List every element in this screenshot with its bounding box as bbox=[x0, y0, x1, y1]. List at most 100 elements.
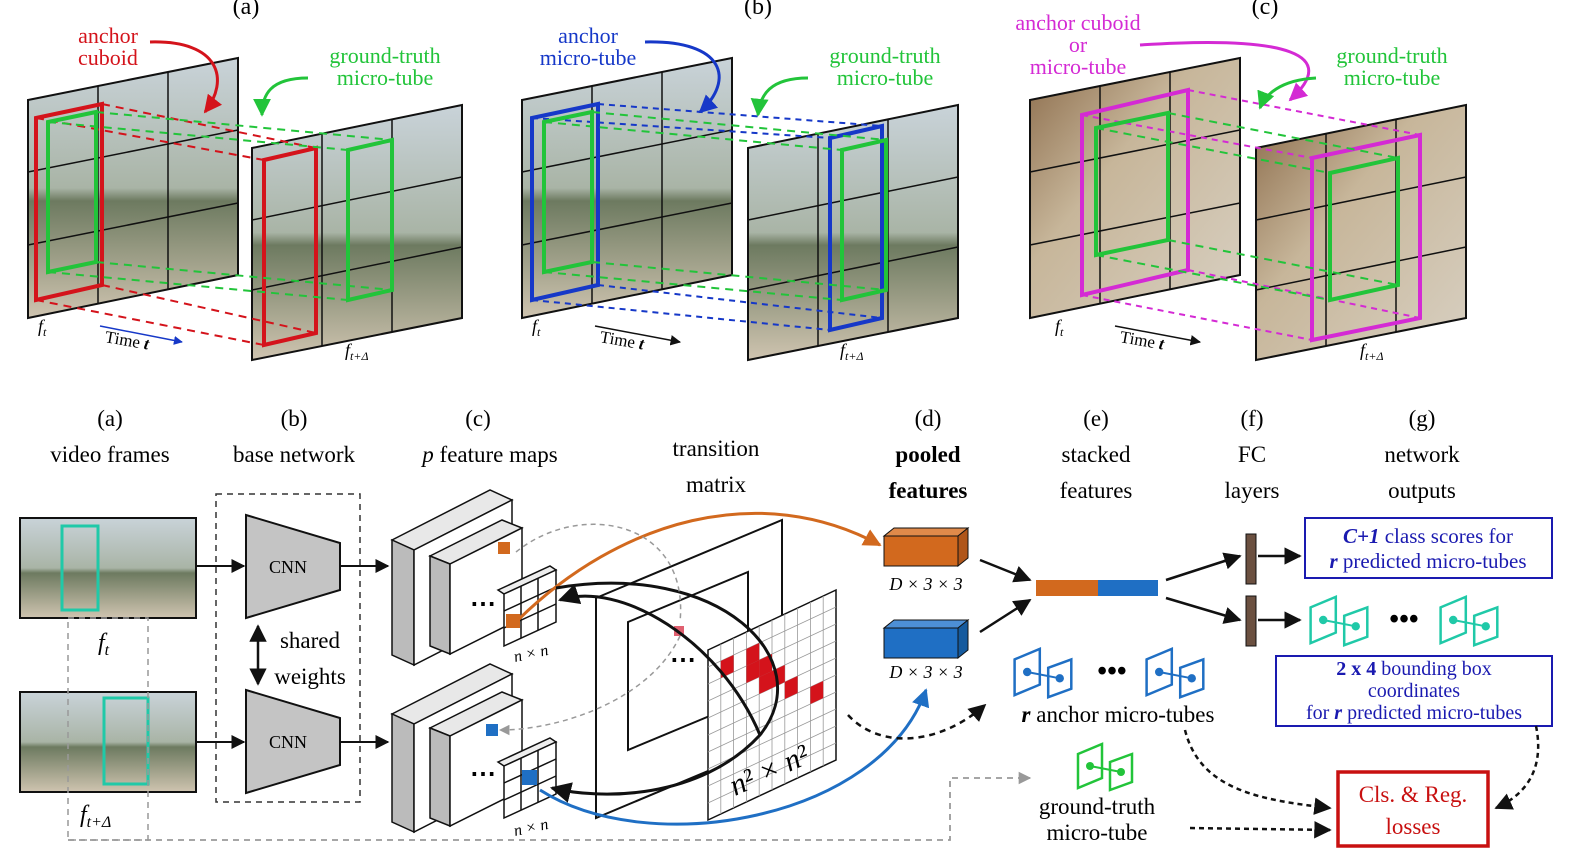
n2-active-cell bbox=[810, 681, 824, 704]
n2-active-cell bbox=[759, 671, 772, 694]
orange-pool-arrow bbox=[516, 511, 882, 622]
dashed-to-anchor-tubes bbox=[847, 703, 987, 740]
panel-b-gt-label-2: micro-tube bbox=[837, 65, 934, 90]
map-bottom-cell bbox=[486, 724, 498, 736]
stacked-orange bbox=[1036, 580, 1098, 596]
micro-tube-icon bbox=[1439, 595, 1499, 647]
pooled-feature-orange bbox=[882, 526, 970, 568]
loss-box bbox=[1336, 770, 1490, 848]
panel-b-anchor-label-2: micro-tube bbox=[540, 45, 637, 70]
panel-a-gt-label-1: ground-truth bbox=[329, 43, 440, 68]
col-f-letter: (f) bbox=[1241, 406, 1264, 431]
panel-c-gt-back bbox=[1328, 155, 1400, 303]
panel-c-anchor-arrow bbox=[1139, 40, 1311, 102]
arrow-stack-to-fc-top bbox=[1165, 552, 1242, 582]
arrow-pool-bottom-to-stack bbox=[979, 598, 1032, 634]
panel-a-ft: ft bbox=[38, 316, 47, 339]
fc-layer-bottom bbox=[1245, 595, 1257, 647]
col-f-line1: FC bbox=[1238, 442, 1266, 467]
panel-a-anchor-arrow bbox=[149, 40, 223, 114]
panel-b-letter: (b) bbox=[744, 0, 772, 20]
panel-b-anchor-arrow bbox=[644, 40, 721, 114]
col-b-letter: (b) bbox=[281, 406, 308, 431]
class-scores-line2: r predicted micro-tubes bbox=[1329, 549, 1526, 573]
col-a-title: video frames bbox=[50, 442, 169, 467]
nxn-label-top: n × n bbox=[512, 642, 550, 666]
panel-b-frame-t bbox=[521, 56, 733, 320]
bottom-headers: (a) video frames (b) base network (c) p … bbox=[50, 406, 1460, 503]
panel-c-letter: (c) bbox=[1252, 0, 1279, 20]
feature-maps-top bbox=[390, 489, 524, 667]
gt-micro-tube bbox=[1076, 742, 1134, 792]
micro-tube-icon bbox=[1145, 647, 1205, 699]
panel-c-anchor-label-3: micro-tube bbox=[1030, 54, 1127, 79]
predicted-micro-tubes: ••• bbox=[1309, 595, 1499, 647]
anchor-dots: ••• bbox=[1097, 656, 1126, 687]
anchor-micro-tubes: ••• bbox=[1013, 647, 1205, 699]
cnn-top-label: CNN bbox=[269, 557, 307, 577]
shared-label-1: shared bbox=[280, 628, 341, 653]
arrow-stack-to-fc-bottom bbox=[1165, 596, 1242, 624]
panel-a-anchor-cuboid-back bbox=[262, 145, 318, 348]
feature-maps-bottom bbox=[390, 663, 524, 834]
panel-b-time-arrow bbox=[594, 325, 682, 346]
panel-c-anchor-label-1: anchor cuboid bbox=[1015, 10, 1140, 35]
panel-a-gt-arrow bbox=[253, 76, 309, 117]
panel-a: (a) anchor cuboid ground-truth micro-tub… bbox=[27, 0, 463, 363]
panel-c-anchor-label-2: or bbox=[1069, 32, 1088, 57]
col-a-letter: (a) bbox=[97, 406, 123, 431]
panel-b-gt-label-1: ground-truth bbox=[829, 43, 940, 68]
dashed-bbox-to-loss bbox=[1494, 725, 1540, 810]
panel-c-time-arrow bbox=[1114, 325, 1202, 346]
cnn-bottom-label: CNN bbox=[269, 732, 307, 752]
panel-a-anchor-label-2: cuboid bbox=[78, 45, 138, 70]
col-c-letter: (c) bbox=[465, 406, 491, 431]
bbox-coords-box bbox=[1275, 655, 1553, 727]
panel-a-frame-t-delta bbox=[251, 103, 463, 362]
panel-b-gt-arrow bbox=[750, 76, 809, 117]
loss-label-2: losses bbox=[1386, 814, 1441, 839]
micro-tube-icon bbox=[1076, 742, 1134, 792]
anchor-tubes-label: r anchor micro-tubes bbox=[1022, 702, 1215, 727]
panel-b: (b) anchor micro-tube ground-truth micro… bbox=[521, 0, 959, 363]
panel-c-gt-label-1: ground-truth bbox=[1336, 43, 1447, 68]
col-g-line2: outputs bbox=[1388, 478, 1456, 503]
dots-top: ⋯ bbox=[470, 589, 496, 618]
panel-a-ftd: ft+Δ bbox=[345, 340, 369, 363]
dots-bottom: ⋯ bbox=[470, 759, 496, 788]
col-e-line2: features bbox=[1060, 478, 1133, 503]
gray-dashed-bottom bbox=[498, 635, 681, 736]
loss-label-1: Cls. & Reg. bbox=[1359, 782, 1468, 807]
col-e-letter: (e) bbox=[1083, 406, 1109, 431]
class-scores-box bbox=[1304, 517, 1553, 579]
n2-active-cell bbox=[720, 655, 734, 678]
frame-to-gt-dashed-box bbox=[67, 617, 149, 841]
col-e-line1: stacked bbox=[1062, 442, 1131, 467]
panel-a-anchor-label-1: anchor bbox=[78, 23, 139, 48]
micro-tube-icon bbox=[1309, 595, 1369, 647]
shared-label-2: weights bbox=[274, 664, 346, 689]
panel-c-frame-t bbox=[1029, 56, 1241, 320]
video-frame-t bbox=[19, 517, 197, 619]
pooled-dim-bottom: D × 3 × 3 bbox=[888, 662, 962, 682]
arrow-pool-top-to-stack bbox=[979, 558, 1032, 583]
n2-active-cell bbox=[784, 676, 798, 699]
n2-grid bbox=[707, 588, 837, 822]
map-top-cell bbox=[498, 542, 510, 554]
col-tm-line2: matrix bbox=[686, 472, 747, 497]
panel-b-ft: ft bbox=[532, 316, 541, 339]
panel-c-gt-label-2: micro-tube bbox=[1344, 65, 1441, 90]
col-tm-line1: transition bbox=[673, 436, 760, 461]
dashed-anchor-to-loss bbox=[1183, 729, 1332, 815]
panel-b-anchor-label-1: anchor bbox=[558, 23, 619, 48]
teal-dots: ••• bbox=[1389, 604, 1418, 635]
transition-arrow-bottom bbox=[549, 581, 780, 803]
bbox-line3: for r predicted micro-tubes bbox=[1306, 702, 1522, 724]
gt-tube-label-1: ground-truth bbox=[1039, 794, 1156, 819]
bbox-line2: coordinates bbox=[1368, 680, 1460, 702]
video-frame-t-delta bbox=[19, 691, 197, 793]
col-f-line2: layers bbox=[1225, 478, 1280, 503]
panel-a-gt-label-2: micro-tube bbox=[337, 65, 434, 90]
micro-tube-icon bbox=[1013, 647, 1073, 699]
